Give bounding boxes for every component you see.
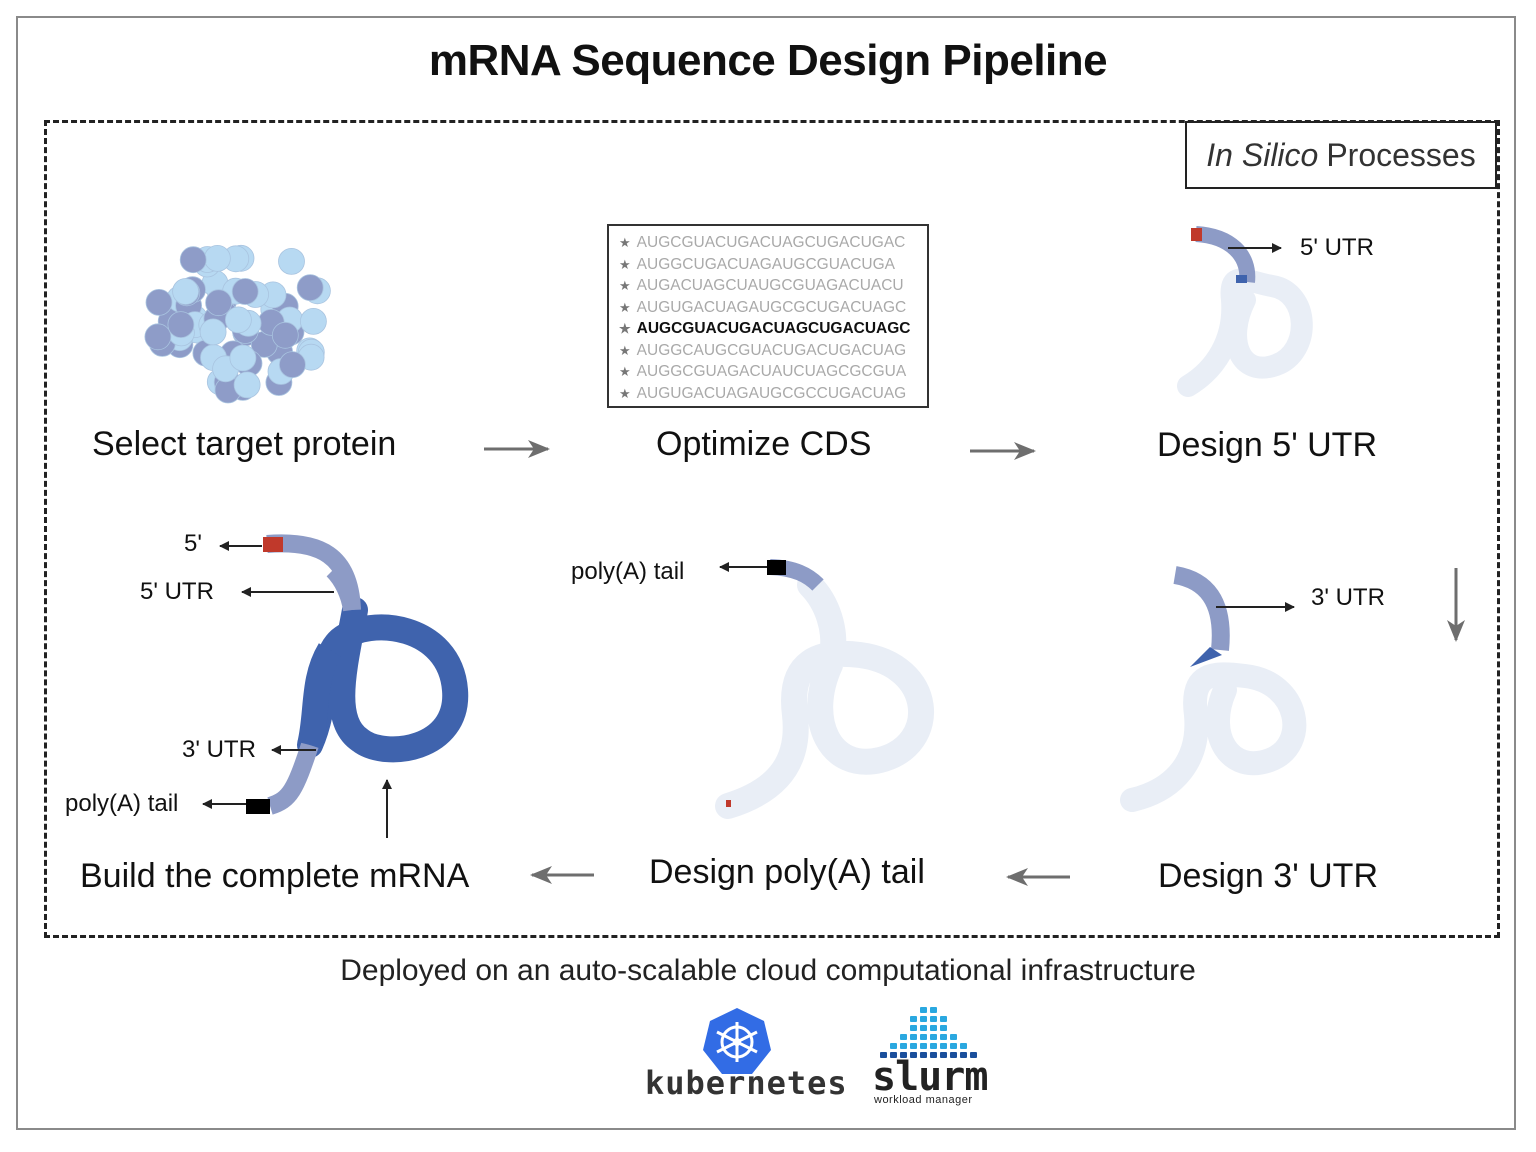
mrna-complete-icon xyxy=(202,534,469,815)
cds-sequence-row: ★ AUGCGUACUGACUAGCUGACUAGC xyxy=(619,318,927,340)
star-icon: ★ xyxy=(619,321,631,336)
star-icon: ★ xyxy=(619,278,631,293)
star-icon: ★ xyxy=(619,364,631,379)
star-icon: ★ xyxy=(619,299,631,315)
cds-sequence-row: ★ AUGGCAUGCGUACUGACUGACUAG xyxy=(619,340,927,362)
cds-sequence-text: AUGCGUACUGACUAGCUGACUAGC xyxy=(636,320,911,337)
cds-sequence-row: ★ AUGUGACUAGAUGCGCUGACUAGC xyxy=(619,297,927,319)
label-polya-middle: poly(A) tail xyxy=(571,558,685,585)
cds-sequence-text: AUGGCGUAGACUAUCUAGCGCGUA xyxy=(636,363,907,380)
step-select-protein: Select target protein xyxy=(92,425,397,463)
in-silico-label: In Silico Processes xyxy=(1185,121,1497,189)
cds-sequence-row: ★ AUGCGUACUGACUAGCUGACUGAC xyxy=(619,232,927,254)
step-build-mrna: Build the complete mRNA xyxy=(80,857,470,895)
cds-sequence-list: ★ AUGCGUACUGACUAGCUGACUGAC ★ AUGGCUGACUAGAU… xyxy=(607,224,929,408)
label-5prime: 5' xyxy=(184,530,202,557)
footer-infrastructure: Deployed on an auto-scalable cloud compu… xyxy=(340,954,1196,987)
mrna-3utr-icon xyxy=(1120,566,1307,812)
star-icon: ★ xyxy=(619,235,631,250)
slurm-logo-icon xyxy=(880,1007,977,1058)
step-design-3utr: Design 3' UTR xyxy=(1158,857,1379,895)
cds-sequence-text: AUGGCUGACUAGAUGCGUACUGA xyxy=(636,255,896,273)
slurm-wordmark: slurm xyxy=(872,1054,988,1100)
step-design-polya: Design poly(A) tail xyxy=(649,853,925,891)
in-silico-italic: In Silico xyxy=(1206,136,1319,173)
star-icon: ★ xyxy=(619,256,631,272)
mrna-5utr-icon xyxy=(1177,226,1313,397)
label-3utr-right: 3' UTR xyxy=(1311,584,1385,611)
cds-sequence-text: AUGGCAUGCGUACUGACUGACUAG xyxy=(636,341,907,359)
cds-sequence-text: AUGUGACUAGAUGCGCCUGACUAG xyxy=(636,384,907,402)
cds-sequence-row: ★ AUGGCGUAGACUAUCUAGCGCGUA xyxy=(619,361,927,383)
in-silico-region xyxy=(44,120,1500,938)
label-polya-complete: poly(A) tail xyxy=(65,790,179,817)
slurm-subtitle: workload manager xyxy=(874,1094,973,1106)
kubernetes-wordmark: kubernetes xyxy=(645,1064,848,1102)
label-5utr-complete: 5' UTR xyxy=(140,578,214,605)
in-silico-rest: Processes xyxy=(1326,136,1476,173)
cds-sequence-row: ★ AUGACUAGCUAUGCGUAGACUACU xyxy=(619,275,927,297)
step-design-5utr: Design 5' UTR xyxy=(1157,426,1378,464)
cds-sequence-text: AUGCGUACUGACUAGCUGACUGAC xyxy=(636,234,906,251)
protein-cluster-icon xyxy=(144,244,331,404)
cds-sequence-text: AUGUGACUAGAUGCGCUGACUAGC xyxy=(636,298,907,316)
star-icon: ★ xyxy=(619,385,631,401)
kubernetes-logo-icon xyxy=(703,1008,771,1074)
cds-sequence-row: ★ AUGUGACUAGAUGCGCCUGACUAG xyxy=(619,383,927,405)
cds-sequence-text: AUGACUAGCUAUGCGUAGACUACU xyxy=(636,277,904,294)
cds-sequence-row: ★ AUGGCUGACUAGAUGCGUACUGA xyxy=(619,254,927,276)
page-title: mRNA Sequence Design Pipeline xyxy=(428,36,1108,85)
star-icon: ★ xyxy=(619,342,631,358)
mrna-polya-icon xyxy=(715,559,935,819)
step-optimize-cds: Optimize CDS xyxy=(656,425,872,463)
label-3utr-complete: 3' UTR xyxy=(182,736,256,763)
label-5utr-top: 5' UTR xyxy=(1300,234,1374,261)
outer-frame xyxy=(16,16,1516,1130)
